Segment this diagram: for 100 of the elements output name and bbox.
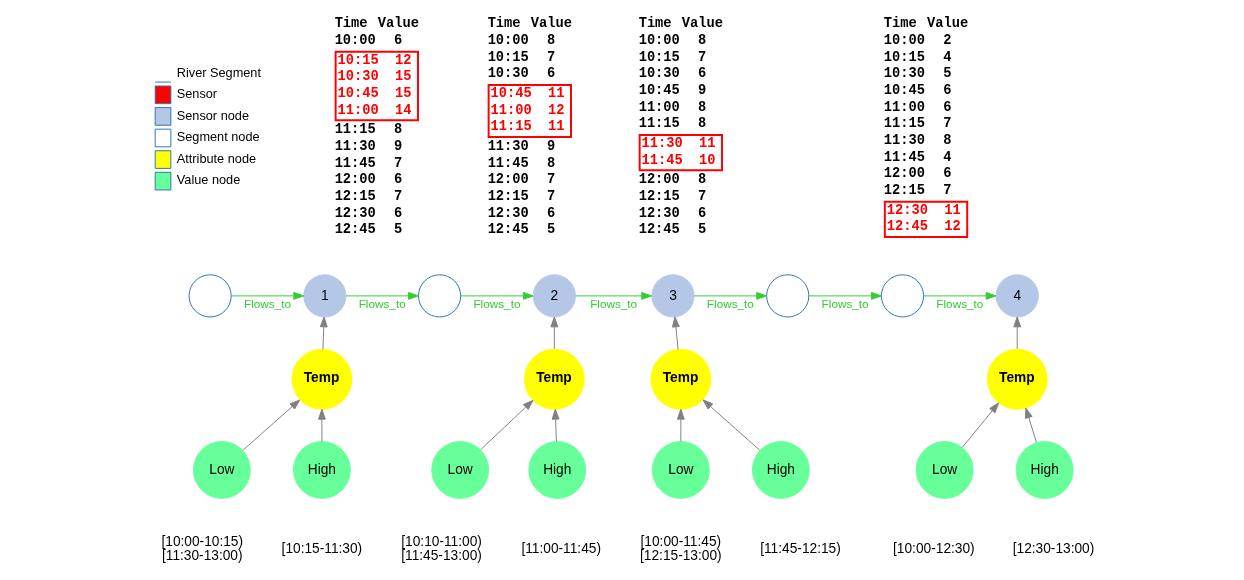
- arrow: [961, 402, 1000, 448]
- node-circle: Temp: [986, 348, 1048, 410]
- node-circle: [188, 274, 232, 318]
- label: 10:30: [337, 69, 379, 85]
- label: 10:15: [883, 49, 926, 65]
- legend-label: Segment node: [176, 129, 260, 145]
- label: 6: [546, 205, 556, 221]
- node-circle: High: [292, 441, 351, 499]
- label: 11: [547, 119, 565, 135]
- label: 12: [547, 102, 565, 118]
- label: 9: [546, 138, 556, 154]
- node-circle: Low: [192, 441, 251, 499]
- label: 6: [546, 66, 556, 82]
- arrow: [480, 399, 534, 451]
- label: 12:00: [638, 172, 680, 188]
- arrow: [551, 408, 560, 442]
- arrow: [702, 399, 761, 451]
- edge-label: Flows_to: [473, 297, 521, 311]
- node-circle: 3: [651, 274, 695, 318]
- label: 11:45: [487, 155, 529, 171]
- node-label: [12:30-13:00): [1012, 541, 1095, 557]
- label: 11:15: [638, 116, 680, 132]
- label: 12:15: [638, 188, 680, 204]
- label: 11: [698, 136, 716, 152]
- label: 6: [393, 33, 403, 49]
- label: Time: [883, 16, 917, 32]
- arrow: [460, 291, 534, 300]
- label: 8: [546, 33, 556, 49]
- label: 8: [698, 99, 707, 115]
- arrow: [1013, 316, 1022, 350]
- legend-label: Sensor: [176, 86, 218, 102]
- node-circle: Low: [431, 441, 490, 499]
- node-label: [10:00-11:45): [640, 533, 722, 549]
- arrow: [575, 291, 653, 300]
- label: 10:45: [490, 86, 532, 101]
- label: 7: [546, 172, 556, 188]
- label: Time: [638, 16, 672, 32]
- node-label: [10:00-10:15): [161, 533, 244, 549]
- label: 5: [546, 222, 556, 238]
- label: 11:00: [490, 102, 532, 118]
- label: 14: [394, 102, 412, 118]
- label: 10:30: [638, 66, 680, 82]
- legend-label: Value node: [176, 172, 241, 188]
- label: 7: [546, 188, 556, 204]
- label: 10:00: [638, 33, 680, 49]
- node-label: [11:45-12:15): [760, 541, 841, 557]
- label: 5: [393, 222, 403, 238]
- label: Value: [530, 16, 572, 32]
- label: 11:30: [883, 133, 926, 149]
- arrow: [672, 316, 680, 350]
- label: 12:00: [334, 172, 376, 188]
- node-circle: High: [528, 441, 587, 499]
- label: 7: [698, 188, 707, 204]
- label: 10:15: [487, 49, 529, 65]
- node-circle: Low: [915, 441, 974, 499]
- legend-label: Attribute node: [176, 150, 257, 166]
- legend-label: River Segment: [176, 64, 261, 80]
- label: 11:45: [883, 149, 926, 165]
- label: 7: [546, 49, 556, 65]
- label: 15: [394, 69, 412, 85]
- label: 11:30: [334, 138, 376, 154]
- label: 11:45: [334, 155, 376, 171]
- label: 4: [943, 149, 952, 165]
- label: 10:45: [337, 86, 379, 101]
- label: 11:15: [883, 116, 926, 132]
- label: 6: [698, 66, 707, 82]
- label: 10:15: [337, 52, 379, 68]
- edge-label: Flows_to: [243, 297, 291, 311]
- edge-label: Flows_to: [590, 297, 638, 311]
- label: 11: [944, 202, 961, 218]
- node-label: [11:00-11:45): [521, 541, 601, 557]
- label: 12:30: [886, 202, 928, 218]
- label: 10:45: [638, 83, 680, 99]
- label: 11:45: [641, 152, 683, 168]
- label: 10:15: [638, 49, 680, 65]
- node-circle: 4: [995, 274, 1039, 318]
- label: 11:00: [883, 99, 926, 115]
- label: 6: [943, 99, 952, 115]
- label: 12:45: [638, 222, 680, 238]
- label: 11:15: [490, 119, 532, 135]
- label: 10: [698, 152, 716, 168]
- arrow: [923, 291, 997, 300]
- edge-label: Flows_to: [358, 297, 406, 311]
- label: 11:00: [337, 102, 379, 118]
- node-circle: High: [751, 441, 810, 499]
- edge-label: Flows_to: [936, 297, 984, 311]
- label: 12:45: [886, 219, 928, 235]
- label: Time: [487, 16, 521, 32]
- node-circle: [766, 274, 810, 318]
- label: 12:30: [334, 205, 376, 221]
- label: 10:00: [334, 33, 376, 49]
- arrow: [808, 291, 882, 300]
- label: 9: [698, 83, 707, 99]
- arrow: [319, 316, 328, 350]
- label: 12:45: [334, 222, 376, 238]
- label: 10:30: [883, 66, 926, 82]
- label: 8: [698, 172, 707, 188]
- arrow: [242, 399, 301, 451]
- label: 11:15: [334, 122, 376, 138]
- label: 7: [698, 49, 707, 65]
